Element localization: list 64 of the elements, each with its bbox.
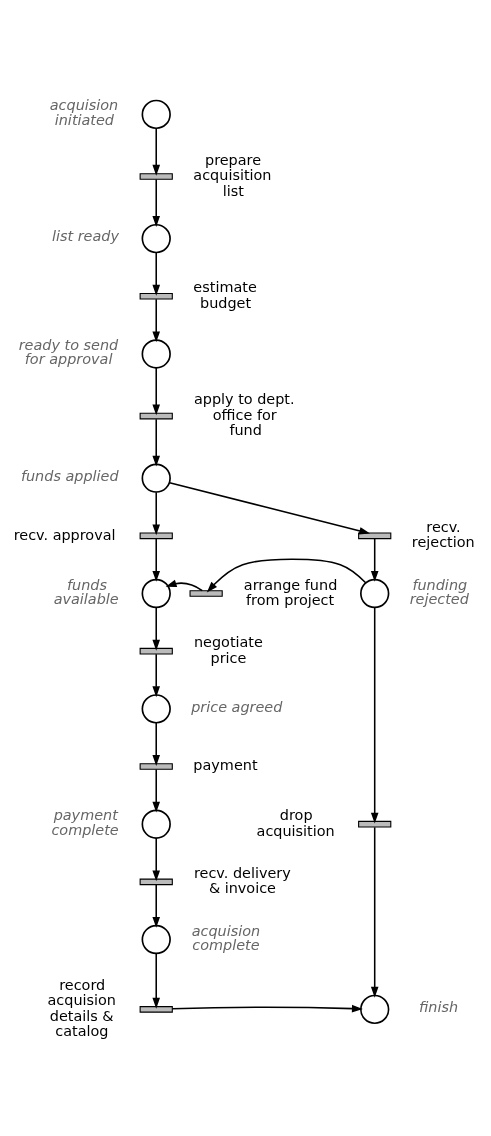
arrow xyxy=(152,952,161,1009)
node-label: arrange fund from project xyxy=(243,576,338,609)
arrow xyxy=(370,606,379,824)
node-circle xyxy=(360,994,390,1025)
node-label: payment complete xyxy=(51,807,119,838)
arrow xyxy=(152,768,161,813)
node-label: recv. approval xyxy=(13,526,116,543)
node-label: funds available xyxy=(53,576,119,607)
arrow xyxy=(152,251,161,296)
node-circle xyxy=(141,924,171,955)
node-circle xyxy=(141,99,171,130)
arrow xyxy=(168,481,371,535)
node-label: apply to dept. office for fund xyxy=(193,391,295,439)
node-label: record acquision details & catalog xyxy=(47,976,117,1040)
node-label: finish xyxy=(419,999,459,1016)
node-label: acquision complete xyxy=(191,922,261,953)
node-bar xyxy=(139,173,173,180)
node-label: funds applied xyxy=(20,467,119,484)
node-bar xyxy=(139,292,173,300)
arrow xyxy=(152,298,161,343)
node-label: estimate budget xyxy=(193,279,257,311)
node-circle xyxy=(141,339,171,369)
node-circle xyxy=(141,694,171,724)
node-bar xyxy=(139,763,173,770)
node-label: acquision initiated xyxy=(49,97,119,128)
node-label: recv. delivery & invoice xyxy=(193,864,291,897)
node-label: ready to send for approval xyxy=(18,336,119,368)
arrow xyxy=(152,606,161,651)
node-bar xyxy=(139,412,173,420)
node-bar xyxy=(139,878,173,886)
arrow xyxy=(152,127,161,176)
node-bar xyxy=(358,532,392,540)
arrow xyxy=(152,653,161,698)
arrow xyxy=(152,418,161,467)
node-circle xyxy=(360,578,390,609)
arrow xyxy=(152,538,161,582)
node-label: prepare acquisition list xyxy=(193,151,272,199)
arrow xyxy=(152,491,161,536)
node-bar xyxy=(139,1006,173,1013)
arrow xyxy=(370,538,379,582)
node-bar xyxy=(139,647,173,655)
arrow xyxy=(152,367,161,416)
node-bar xyxy=(139,532,173,540)
arrow xyxy=(206,558,367,593)
arrow xyxy=(165,579,204,592)
node-label: payment xyxy=(193,757,258,774)
node-circle xyxy=(141,578,171,609)
node-circle xyxy=(141,463,171,493)
arrow xyxy=(152,722,161,766)
arrow xyxy=(152,884,161,928)
node-bar xyxy=(358,820,392,828)
arrow xyxy=(370,826,379,998)
node-label: drop acquisition xyxy=(256,807,335,839)
node-circle xyxy=(141,223,171,254)
node-circle xyxy=(141,809,171,839)
node-label: negotiate price xyxy=(193,634,263,666)
node-label: funding rejected xyxy=(409,576,469,607)
node-label: list ready xyxy=(51,228,119,245)
arrow xyxy=(152,837,161,882)
node-label: price agreed xyxy=(191,698,283,715)
arrow xyxy=(152,178,161,227)
arrow xyxy=(171,1004,363,1013)
node-bar xyxy=(189,590,223,597)
node-label: recv. rejection xyxy=(411,518,475,551)
